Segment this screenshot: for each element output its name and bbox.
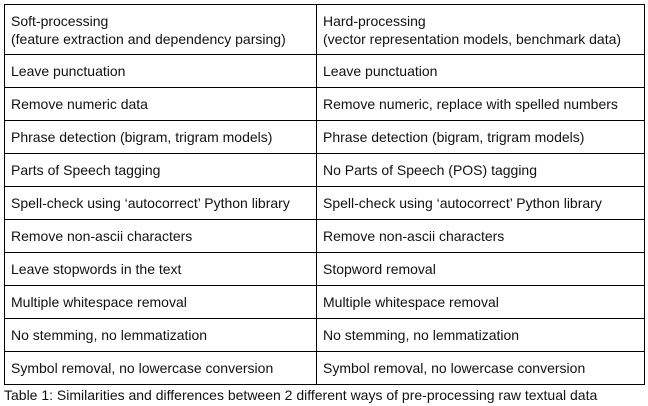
soft-processing-cell: Phrase detection (bigram, trigram models… — [4, 120, 317, 154]
hard-processing-cell: No stemming, no lemmatization — [316, 318, 645, 352]
hard-processing-cell: Leave punctuation — [316, 54, 645, 88]
soft-processing-cell: Remove non-ascii characters — [4, 219, 317, 253]
table-row: Leave stopwords in the text Stopword rem… — [4, 252, 645, 286]
table-row: No stemming, no lemmatization No stemmin… — [4, 318, 645, 352]
table-row: Leave punctuation Leave punctuation — [4, 54, 645, 88]
table-row: Parts of Speech tagging No Parts of Spee… — [4, 153, 645, 187]
soft-processing-cell: Spell-check using ‘autocorrect’ Python l… — [4, 186, 317, 220]
soft-processing-cell: Symbol removal, no lowercase conversion — [4, 351, 317, 385]
table-row: Symbol removal, no lowercase conversion … — [4, 351, 645, 385]
header-subtitle: (vector representation models, benchmark… — [323, 30, 622, 47]
table-row: Remove non-ascii characters Remove non-a… — [4, 219, 645, 253]
soft-processing-cell: Leave punctuation — [4, 54, 317, 88]
header-cell-soft-processing: Soft-processing (feature extraction and … — [4, 4, 317, 55]
hard-processing-cell: Remove non-ascii characters — [316, 219, 645, 253]
hard-processing-cell: Remove numeric, replace with spelled num… — [316, 87, 645, 121]
soft-processing-cell: Parts of Speech tagging — [4, 153, 317, 187]
table-row: Phrase detection (bigram, trigram models… — [4, 120, 645, 154]
soft-processing-cell: Leave stopwords in the text — [4, 252, 317, 286]
table-header-row: Soft-processing (feature extraction and … — [4, 4, 645, 55]
hard-processing-cell: Multiple whitespace removal — [316, 285, 645, 319]
header-cell-hard-processing: Hard-processing (vector representation m… — [316, 4, 645, 55]
table-row: Multiple whitespace removal Multiple whi… — [4, 285, 645, 319]
table-caption: Table 1: Similarities and differences be… — [4, 387, 598, 403]
header-title: Hard-processing — [323, 12, 426, 29]
hard-processing-cell: Stopword removal — [316, 252, 645, 286]
hard-processing-cell: Phrase detection (bigram, trigram models… — [316, 120, 645, 154]
hard-processing-cell: No Parts of Speech (POS) tagging — [316, 153, 645, 187]
soft-processing-cell: No stemming, no lemmatization — [4, 318, 317, 352]
header-subtitle: (feature extraction and dependency parsi… — [11, 30, 286, 47]
soft-processing-cell: Multiple whitespace removal — [4, 285, 317, 319]
hard-processing-cell: Spell-check using ‘autocorrect’ Python l… — [316, 186, 645, 220]
soft-processing-cell: Remove numeric data — [4, 87, 317, 121]
table-row: Remove numeric data Remove numeric, repl… — [4, 87, 645, 121]
hard-processing-cell: Symbol removal, no lowercase conversion — [316, 351, 645, 385]
header-title: Soft-processing — [11, 12, 109, 29]
comparison-table: Soft-processing (feature extraction and … — [4, 4, 645, 385]
table-row: Spell-check using ‘autocorrect’ Python l… — [4, 186, 645, 220]
